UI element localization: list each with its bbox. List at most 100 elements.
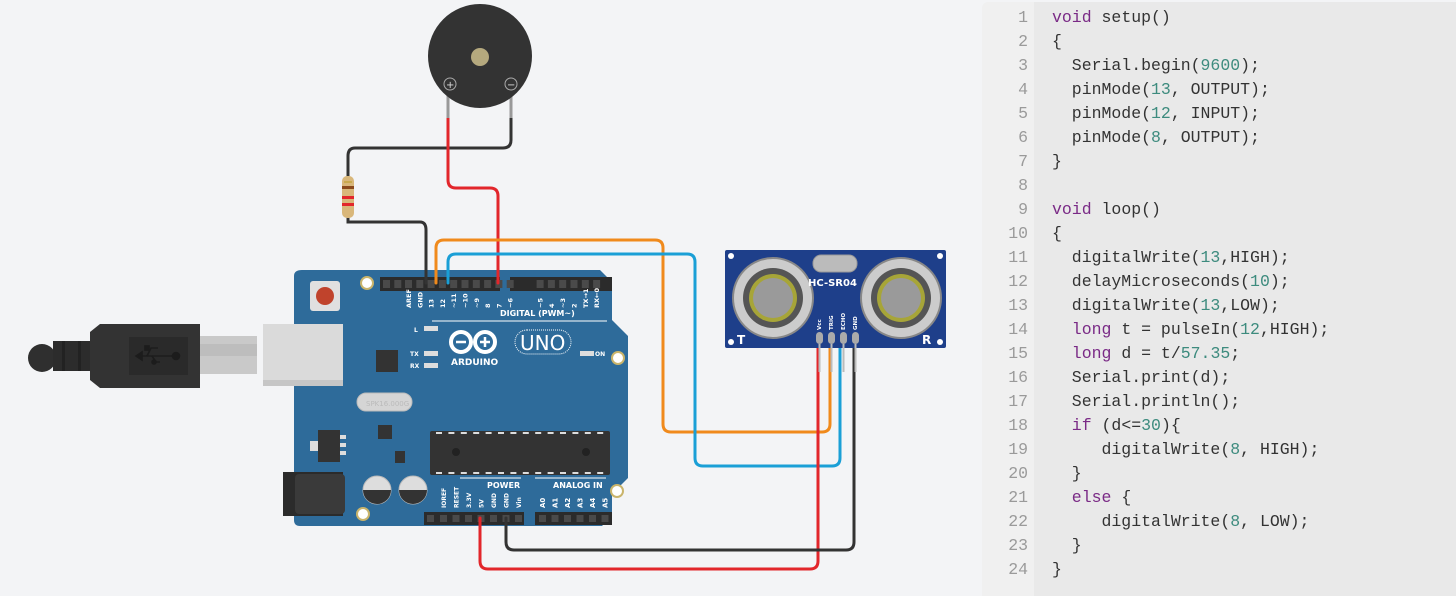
header-pin[interactable] bbox=[383, 280, 390, 288]
code-line[interactable]: 15 long d = t/57.35; bbox=[980, 342, 1456, 366]
code-text: } bbox=[1052, 558, 1062, 582]
sensor-pin-gnd[interactable] bbox=[852, 332, 859, 344]
code-line[interactable]: 7} bbox=[980, 150, 1456, 174]
pin-label: GND bbox=[504, 493, 511, 508]
header-pin-RESET[interactable] bbox=[452, 515, 460, 522]
code-line[interactable]: 19 digitalWrite(8, HIGH); bbox=[980, 438, 1456, 462]
code-line[interactable]: 17 Serial.println(); bbox=[980, 390, 1456, 414]
piezo-buzzer[interactable]: + − bbox=[428, 4, 532, 118]
header-pin-A5[interactable] bbox=[601, 515, 609, 522]
number-token: 13 bbox=[1151, 80, 1171, 99]
header-pin-A2[interactable] bbox=[564, 515, 571, 522]
chip-leg bbox=[460, 432, 467, 434]
code-line[interactable]: 11 digitalWrite(13,HIGH); bbox=[980, 246, 1456, 270]
wire-5v-to-vcc[interactable] bbox=[478, 343, 820, 571]
header-pin-~5[interactable] bbox=[536, 280, 544, 288]
code-line[interactable]: 20 } bbox=[980, 462, 1456, 486]
wire-resistor-to-gnd[interactable] bbox=[346, 216, 428, 285]
header-pin-AREF[interactable] bbox=[405, 280, 412, 288]
header-pin-~10[interactable] bbox=[461, 280, 469, 288]
header-pin-IOREF[interactable] bbox=[440, 515, 447, 522]
number-token: 13 bbox=[1200, 248, 1221, 267]
code-line[interactable]: 2{ bbox=[980, 30, 1456, 54]
code-line[interactable]: 16 Serial.print(d); bbox=[980, 366, 1456, 390]
code-text: } bbox=[1052, 462, 1082, 486]
header-pin-GND[interactable] bbox=[490, 515, 497, 522]
line-number: 5 bbox=[1018, 104, 1028, 123]
header-pin-8[interactable] bbox=[484, 280, 492, 288]
pin-label: ~11 bbox=[450, 293, 458, 308]
code-line[interactable]: 12 delayMicroseconds(10); bbox=[980, 270, 1456, 294]
header-pin-12[interactable] bbox=[438, 280, 446, 288]
code-token: { bbox=[1111, 488, 1132, 507]
line-number: 8 bbox=[1018, 176, 1028, 195]
header-pin-~3[interactable] bbox=[559, 280, 567, 288]
code-line[interactable]: 10{ bbox=[980, 222, 1456, 246]
sensor-pin-vcc[interactable] bbox=[816, 332, 823, 344]
header-pin-~11[interactable] bbox=[450, 280, 458, 288]
code-area[interactable] bbox=[1034, 2, 1456, 596]
header-pin-A3[interactable] bbox=[576, 515, 584, 522]
code-line[interactable]: 4 pinMode(13, OUTPUT); bbox=[980, 78, 1456, 102]
header-pin-13[interactable] bbox=[427, 280, 435, 288]
chip-leg bbox=[436, 432, 442, 434]
header-pin-TX→1[interactable] bbox=[581, 280, 589, 288]
header-pin-GND[interactable] bbox=[416, 280, 424, 288]
wire-buzzer-minus-to-resistor[interactable] bbox=[346, 98, 513, 180]
header-pin-Vin[interactable] bbox=[515, 515, 522, 522]
line-number: 23 bbox=[1008, 536, 1028, 555]
code-line[interactable]: 6 pinMode(8, OUTPUT); bbox=[980, 126, 1456, 150]
line-number: 20 bbox=[1008, 464, 1028, 483]
wire-gnd-to-sensor-gnd[interactable] bbox=[504, 343, 856, 552]
header-pin-2[interactable] bbox=[570, 280, 578, 288]
keyword-token: void bbox=[1052, 8, 1102, 27]
line-number: 1 bbox=[1018, 8, 1028, 27]
header-pin-RX←0[interactable] bbox=[593, 280, 601, 288]
usb-cable[interactable] bbox=[28, 324, 257, 388]
code-line[interactable]: 5 pinMode(12, INPUT); bbox=[980, 102, 1456, 126]
led-on-label: ON bbox=[595, 351, 605, 358]
sensor-pin-echo[interactable] bbox=[840, 332, 847, 344]
header-pin-~6[interactable] bbox=[506, 280, 514, 288]
code-line[interactable]: 23 } bbox=[980, 534, 1456, 558]
wire-pin13-to-trig[interactable] bbox=[434, 238, 832, 434]
header-pin-A1[interactable] bbox=[551, 515, 559, 522]
code-text: pinMode(8, OUTPUT); bbox=[1052, 126, 1260, 150]
chip-leg bbox=[498, 472, 504, 474]
pin-label: 2 bbox=[571, 303, 579, 308]
code-line[interactable]: 13 digitalWrite(13,LOW); bbox=[980, 294, 1456, 318]
code-token: } bbox=[1052, 536, 1082, 555]
code-token: (d<= bbox=[1091, 416, 1142, 435]
code-line[interactable]: 8 bbox=[980, 174, 1456, 198]
code-text: { bbox=[1052, 222, 1062, 246]
code-line[interactable]: 14 long t = pulseIn(12,HIGH); bbox=[980, 318, 1456, 342]
code-line[interactable]: 18 if (d<=30){ bbox=[980, 414, 1456, 438]
header-pin-A0[interactable] bbox=[539, 515, 546, 522]
line-number: 15 bbox=[1008, 344, 1028, 363]
code-line[interactable]: 21 else { bbox=[980, 486, 1456, 510]
header-pin-A4[interactable] bbox=[589, 515, 596, 522]
led-rx-label: RX bbox=[410, 363, 420, 370]
header-pin-4[interactable] bbox=[547, 280, 555, 288]
code-line[interactable]: 22 digitalWrite(8, LOW); bbox=[980, 510, 1456, 534]
header-pin[interactable] bbox=[394, 280, 402, 288]
sensor-pin-trig[interactable] bbox=[828, 332, 835, 344]
header-pin-~9[interactable] bbox=[472, 280, 480, 288]
resistor[interactable] bbox=[342, 176, 354, 218]
header-pin-3.3V[interactable] bbox=[465, 515, 472, 522]
code-line[interactable]: 24} bbox=[980, 558, 1456, 582]
code-line[interactable]: 3 Serial.begin(9600); bbox=[980, 54, 1456, 78]
wire-buzzer-plus-to-pin8[interactable] bbox=[446, 98, 500, 285]
wire-pin12-to-echo[interactable] bbox=[446, 252, 842, 468]
chip-leg bbox=[485, 472, 492, 474]
pin-label: A5 bbox=[602, 498, 610, 508]
header-pin[interactable] bbox=[427, 515, 434, 522]
number-token: 12 bbox=[1151, 104, 1171, 123]
code-token: d = t/ bbox=[1111, 344, 1181, 363]
